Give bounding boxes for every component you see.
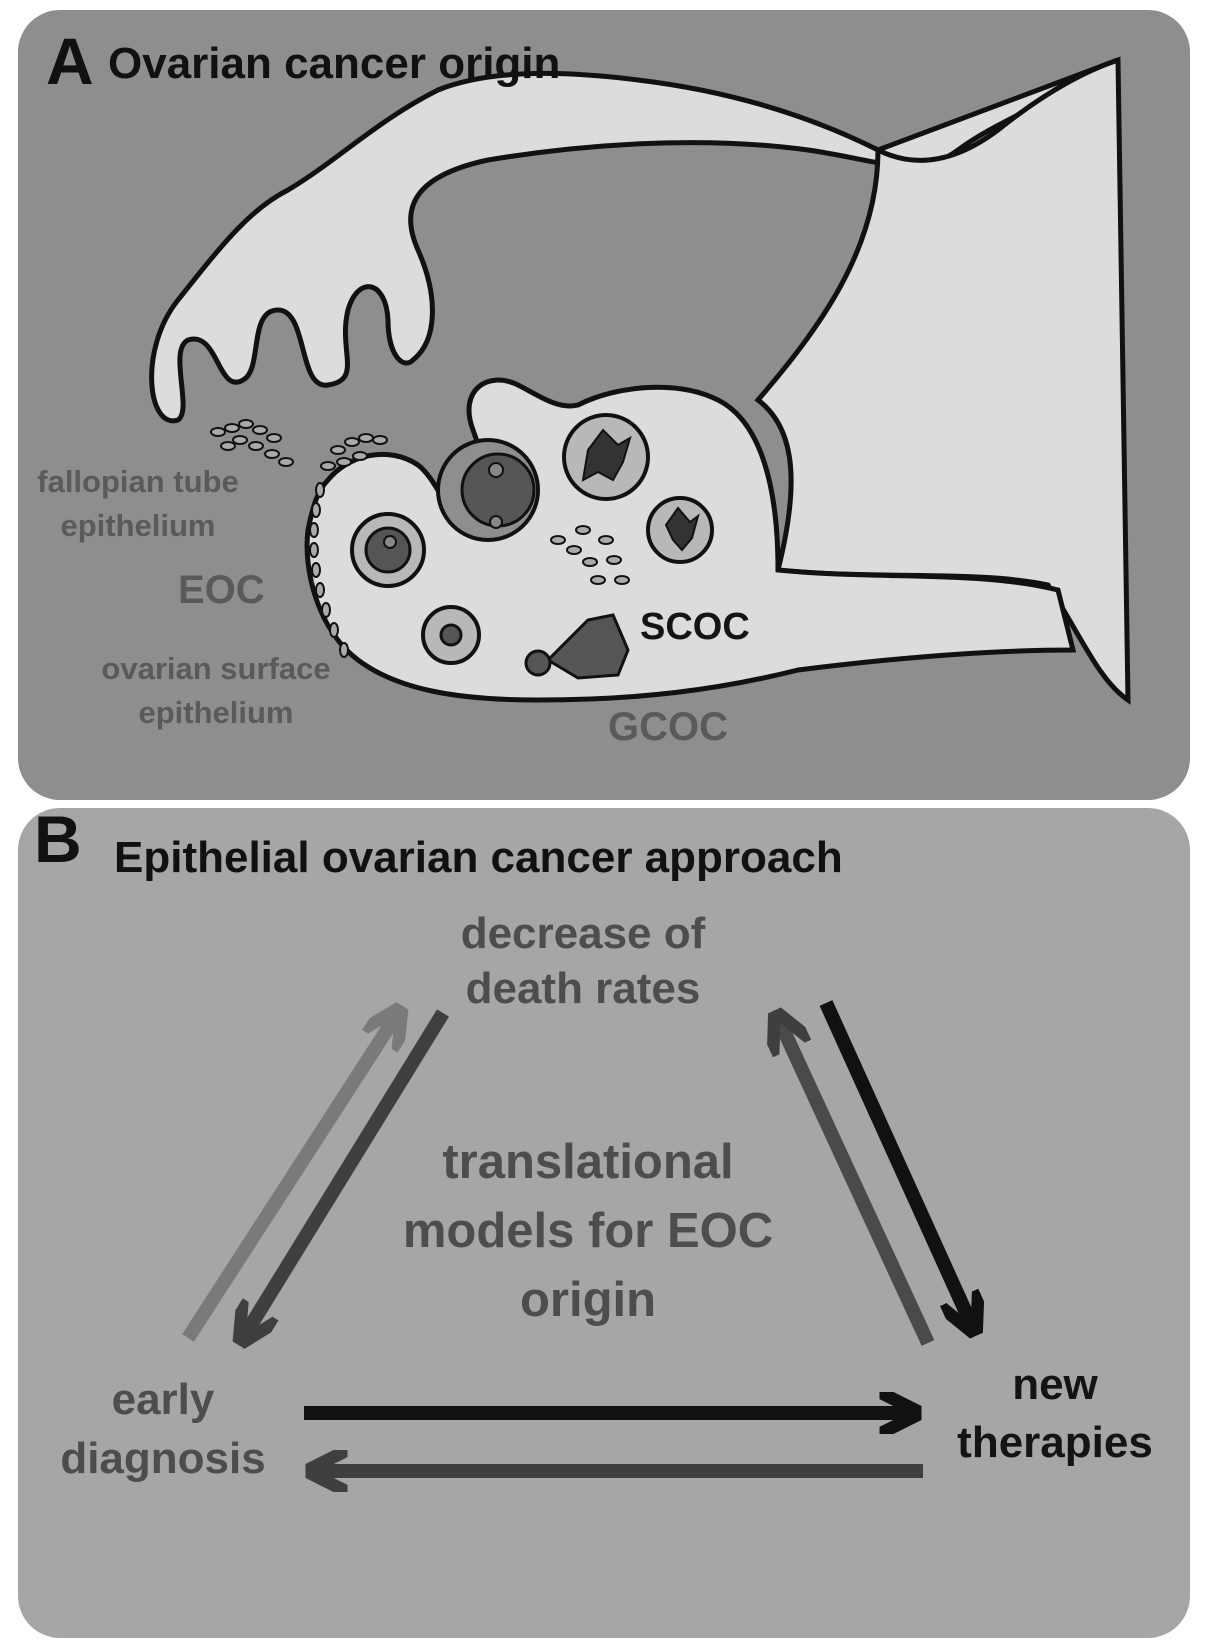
arrow-therapies-to-death — [778, 1018, 935, 1346]
scoc-label: SCOC — [640, 606, 750, 648]
center-label: translational models for EOC origin — [402, 1135, 774, 1327]
germ-cell-cluster — [524, 613, 630, 680]
panel-b: B Epithelial ovarian cancer approach dec… — [18, 808, 1190, 1638]
ovary-illustration — [149, 56, 1131, 705]
eoc-label: EOC — [178, 568, 265, 612]
surface-epithelium-chain — [309, 482, 349, 658]
arrow-death-to-diagnosis — [243, 1009, 449, 1338]
death-rates-label: decrease of death rates — [460, 909, 706, 1013]
panel-a-letter: A — [46, 24, 94, 98]
fallopian-label: fallopian tube epithelium — [37, 464, 239, 543]
follicles — [350, 413, 714, 665]
new-therapies-label: new therapies — [957, 1360, 1153, 1467]
panel-b-letter: B — [34, 808, 82, 876]
cycle-arrows — [182, 808, 1190, 1638]
epithelial-clusters — [210, 419, 630, 585]
surface-label: ovarian surface epithelium — [101, 651, 331, 730]
panel-a: A Ovarian cancer origin fallopian tube e… — [18, 10, 1190, 800]
gcoc-label: GCOC — [608, 705, 728, 749]
panel-b-title: Epithelial ovarian cancer approach — [114, 833, 843, 882]
early-diagnosis-label: early diagnosis — [60, 1375, 266, 1483]
arrow-diagnosis-to-death — [182, 1013, 398, 1342]
arrow-death-to-therapies — [819, 1000, 973, 1328]
panel-a-title: Ovarian cancer origin — [108, 39, 561, 88]
